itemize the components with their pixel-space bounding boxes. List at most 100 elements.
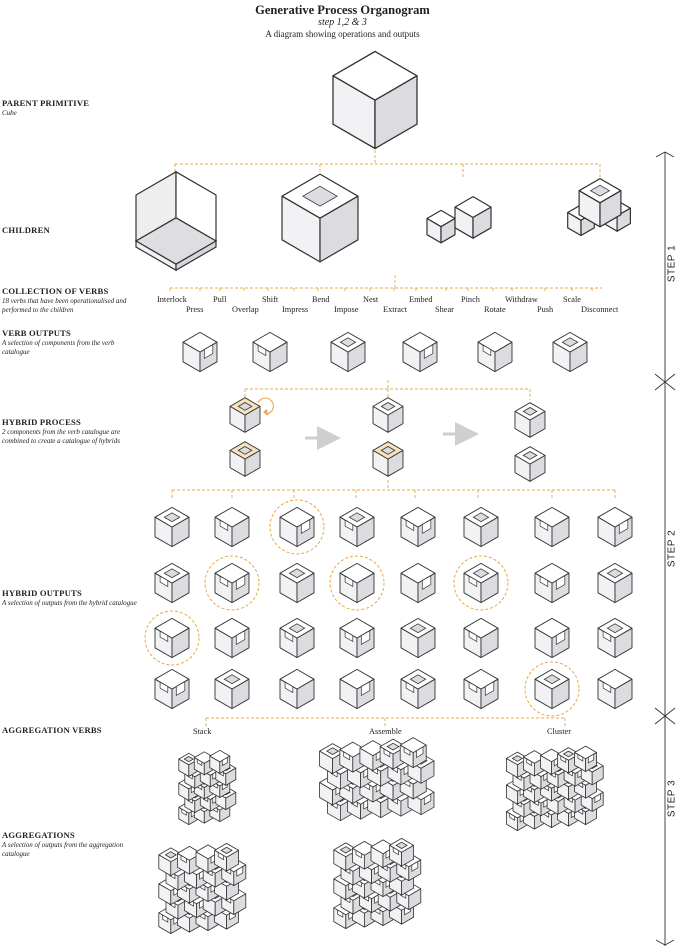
cube-hole [380,446,396,455]
cube-right-face [226,850,240,872]
verb-output-component-icon [252,331,288,373]
agg-verb-stack: Stack [193,727,212,736]
cube-hole [237,402,253,411]
hybrid-output-cube-icon [534,506,570,548]
highlight-circle [269,499,325,555]
hybrid-output-cube-icon [463,617,499,659]
cube-right-face [319,195,359,263]
hybrid-output-cube-icon [463,506,499,548]
hybrid-component-icon [372,441,404,477]
cube-window [482,344,492,357]
verb-bend: Bend [312,295,330,304]
aggregate-cube-icon [389,838,415,867]
cube-hole [561,337,579,348]
section-title-verb-outputs: VERB OUTPUTS [2,328,72,338]
cube-hole [302,185,338,207]
hybrid-output-cube-icon [597,617,633,659]
hybrid-output-cube-icon [534,668,570,710]
cube-slot [235,630,246,646]
cube-window [468,630,478,643]
cube-slot [423,793,432,806]
cube-right-face [401,845,415,867]
cube-right-face [387,449,404,477]
cube-window [344,575,354,588]
cube-right-face [529,454,546,482]
child-bent-icon [426,196,492,244]
verb-rotate: Rotate [484,305,506,314]
hybrid-output-cube-icon [463,562,499,604]
cube-window [344,519,354,532]
cube-hole [386,742,400,751]
cube-right-face [233,893,247,915]
step-arrow-icon [655,151,675,158]
child-edge [175,239,217,272]
verb-scale: Scale [563,295,581,304]
cube-window [159,630,169,643]
verb-push: Push [537,305,554,314]
cube-right-face [614,678,633,710]
cube-window [284,681,294,694]
cube-hole [288,623,306,634]
cube-window [405,519,415,532]
cube-right-face [614,572,633,604]
aggregate-cube-icon [407,784,435,816]
cube-window [468,681,478,694]
cube-window [337,909,344,918]
section-title-aggregations: AGGREGATIONS [2,830,75,840]
step-divider-icon [654,707,676,725]
cube-window [344,630,354,643]
section-title-children: CHILDREN [2,225,50,235]
verb-output-component-icon [182,331,218,373]
section-desc-aggregations: A selection of outputs from the aggregat… [2,841,124,858]
cube-slot [360,681,371,697]
hybrid-output-cube-icon [154,506,190,548]
cube-slot [175,681,186,697]
child-column-icon [426,209,456,244]
aggregate-cube-icon [193,751,215,776]
shape-layer [134,50,633,934]
verb-disconnect: Disconnect [581,305,619,314]
verb-shift: Shift [262,295,279,304]
cube-right-face [225,767,237,786]
aggregate-cube-icon [214,843,240,872]
agg-verb-cluster: Cluster [547,727,571,736]
cube-window [180,854,187,864]
cube-hole [348,512,366,523]
verb-extract: Extract [383,305,407,314]
child-arm-icon [454,196,492,239]
cube-hole [164,851,177,859]
cube-right-face [296,572,315,604]
cube-hole [220,846,233,854]
hybrid-output-cube-icon [597,506,633,548]
cube-right-face [480,627,499,659]
section-desc-verbs: 18 verbs that have been operationalised … [2,297,127,314]
aggregation-stack-1 [178,749,237,826]
cube-right-face [296,627,315,659]
hybrid-output-cube-icon [279,506,315,548]
cube-hole [472,568,490,579]
child-hollow-cube-icon [281,173,359,263]
aggregate-cube-icon [523,750,546,777]
aggregate-cube-icon [176,846,202,875]
hybrid-output-cube-icon [339,668,375,710]
child-hollow-icon [281,173,359,263]
hybrid-output-cube-icon [597,562,633,604]
aggregate-cube-icon [379,738,407,770]
hybrid-output-cube-icon [400,562,436,604]
section-desc-hybrid-outputs: A selection of outputs from the hybrid c… [2,599,137,607]
cube-window [219,519,229,532]
cube-right-face [420,760,435,784]
cube-hole [163,512,181,523]
cube-right-face [551,516,570,548]
hybrid-output-cube-icon [339,562,375,604]
section-title-parent: PARENT PRIMITIVE [2,98,90,108]
cube-right-face [225,791,237,810]
cube-slot [484,681,495,697]
rotate-arrow-icon [257,397,274,415]
cube-hole [288,568,306,579]
hybrid-component-icon [514,402,546,438]
cube-right-face [356,572,375,604]
cube-hole [409,623,427,634]
cube-slot [555,630,566,646]
